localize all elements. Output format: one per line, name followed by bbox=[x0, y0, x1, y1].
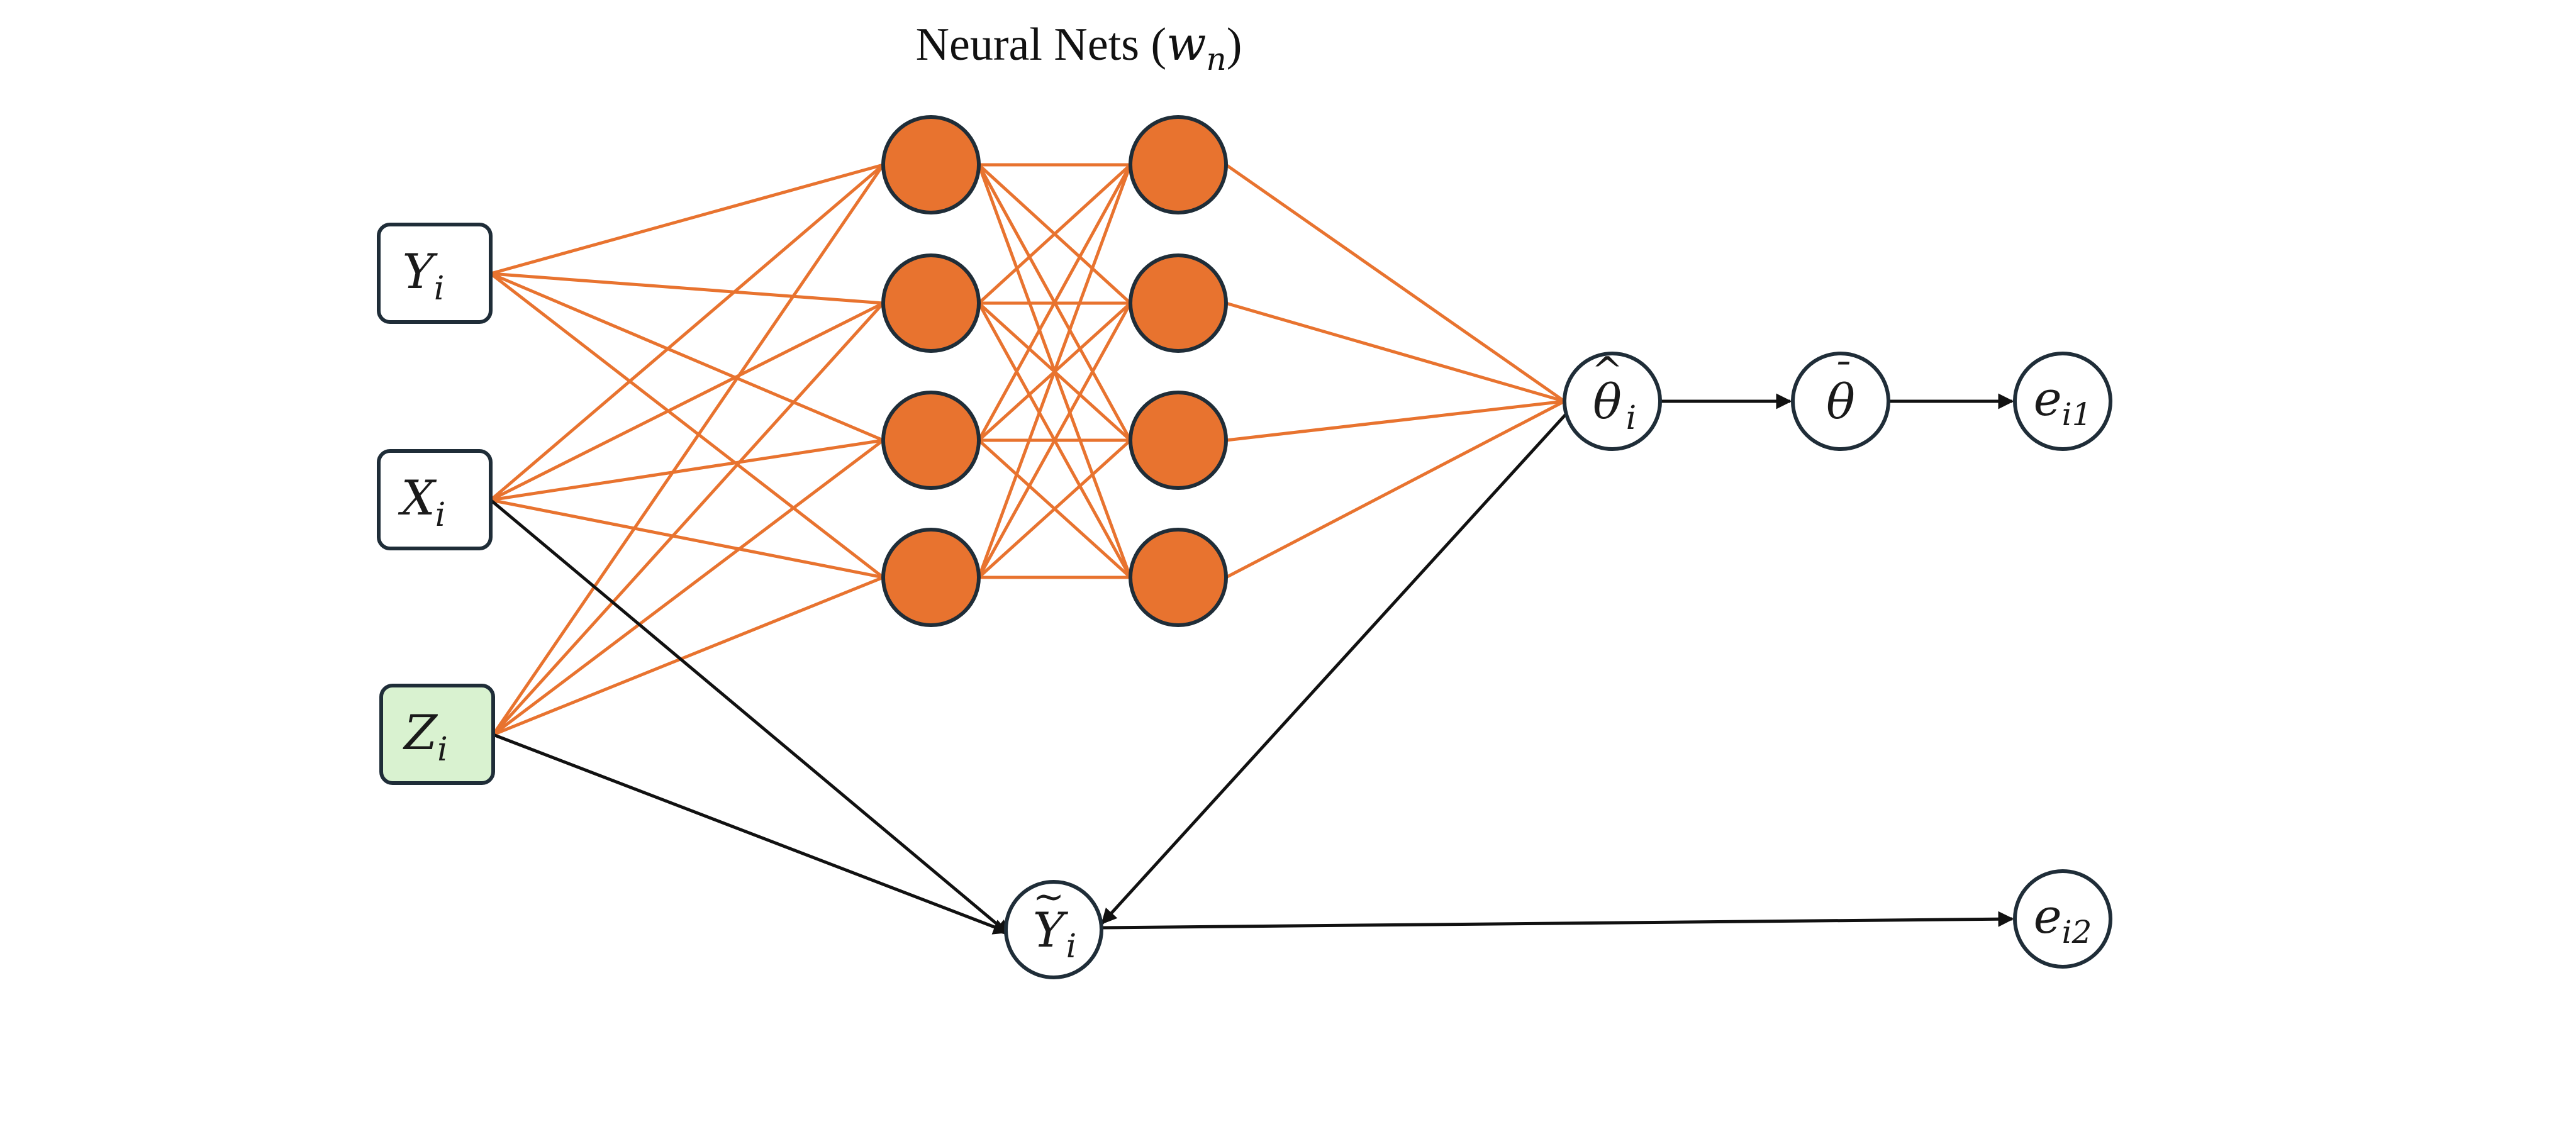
input-node-z: Zi bbox=[379, 684, 495, 785]
y-tilde-accent: ~ bbox=[1033, 875, 1064, 919]
e2-label: e bbox=[2034, 888, 2062, 944]
theta-bar-node: θ ¯ bbox=[1791, 352, 1890, 451]
e1-label: e bbox=[2034, 370, 2062, 426]
edge-h2-2-to-theta-hat bbox=[1225, 399, 1565, 442]
arrow-theta-hat-to-y-tilde bbox=[1101, 408, 1572, 925]
input-x-subscript: i bbox=[435, 496, 446, 534]
hidden-node-2-3 bbox=[1129, 391, 1228, 490]
edge-h1-1-to-h2-0 bbox=[978, 164, 1132, 304]
hidden-node-1-3 bbox=[881, 391, 981, 490]
y-tilde-subscript: i bbox=[1066, 928, 1077, 965]
edge-input-0-to-h1-3 bbox=[489, 272, 884, 579]
theta-hat-accent: ^ bbox=[1592, 349, 1623, 393]
edge-h2-3-to-theta-hat bbox=[1225, 399, 1566, 579]
network-connections bbox=[489, 163, 1566, 737]
edge-h1-3-to-h2-2 bbox=[978, 439, 1132, 579]
edge-input-2-to-h1-3 bbox=[493, 576, 884, 737]
theta-hat-subscript: i bbox=[1626, 399, 1637, 437]
svg-text:ei1: ei1 bbox=[2034, 370, 2092, 433]
arrow-z-to-y-tilde bbox=[493, 733, 1010, 935]
hidden-node-2-4 bbox=[1129, 528, 1228, 627]
edge-input-0-to-h1-2 bbox=[490, 272, 884, 442]
edge-input-0-to-h1-1 bbox=[490, 272, 884, 305]
y-tilde-node: Y ~ i bbox=[1004, 875, 1103, 979]
edge-h1-3-to-h2-0 bbox=[977, 164, 1132, 578]
edge-h2-1-to-theta-hat bbox=[1225, 301, 1565, 403]
input-z-subscript: i bbox=[437, 731, 448, 769]
hidden-node-2-1 bbox=[1129, 115, 1228, 214]
svg-text:Zi: Zi bbox=[403, 704, 447, 769]
hidden-node-1-1 bbox=[881, 115, 981, 214]
svg-text:Xi: Xi bbox=[398, 470, 446, 534]
input-x-label: X bbox=[398, 470, 437, 526]
edge-input-1-to-h1-3 bbox=[490, 498, 884, 579]
edge-input-2-to-h1-0 bbox=[491, 164, 885, 736]
input-y-subscript: i bbox=[434, 270, 445, 308]
theta-hat-node: θ ^ i bbox=[1563, 349, 1662, 451]
edge-input-2-to-h1-2 bbox=[492, 439, 884, 736]
edge-h1-2-to-h2-0 bbox=[977, 164, 1132, 442]
error-node-e2: ei2 bbox=[2013, 869, 2112, 969]
input-node-x: Xi bbox=[377, 449, 493, 550]
title-prefix: Neural Nets ( bbox=[916, 19, 1167, 70]
input-node-y: Yi bbox=[377, 223, 493, 324]
input-y-label: Y bbox=[403, 243, 438, 299]
edge-h1-3-to-h2-1 bbox=[977, 302, 1132, 579]
error-node-e1: ei1 bbox=[2013, 352, 2112, 451]
title-symbol: w bbox=[1166, 17, 1206, 71]
hidden-node-1-2 bbox=[881, 253, 981, 353]
title-suffix: ) bbox=[1227, 19, 1242, 70]
edge-input-1-to-h1-1 bbox=[489, 301, 884, 502]
hidden-node-1-4 bbox=[881, 528, 981, 627]
svg-text:Yi: Yi bbox=[403, 243, 445, 308]
edge-input-2-to-h1-1 bbox=[492, 302, 884, 736]
input-z-label: Z bbox=[403, 704, 438, 760]
theta-hat-symbol: θ bbox=[1593, 374, 1622, 430]
theta-bar-accent: ¯ bbox=[1831, 355, 1850, 399]
arrow-y-tilde-to-e2 bbox=[1101, 911, 2014, 930]
title-subscript: n bbox=[1207, 41, 1227, 77]
hidden-node-2-2 bbox=[1129, 253, 1228, 353]
dependency-arrows bbox=[489, 393, 2014, 936]
edge-h2-0-to-theta-hat bbox=[1225, 163, 1566, 403]
theta-bar-symbol: θ bbox=[1826, 374, 1855, 430]
svg-text:ei2: ei2 bbox=[2034, 888, 2092, 950]
edge-input-0-to-h1-0 bbox=[490, 163, 884, 275]
y-tilde-symbol: Y bbox=[1033, 902, 1069, 958]
hidden-layers bbox=[881, 115, 1228, 627]
e2-subscript: i2 bbox=[2062, 914, 2092, 950]
e1-subscript: i1 bbox=[2062, 396, 2092, 433]
arrow-x-to-y-tilde bbox=[489, 499, 1011, 936]
edge-input-1-to-h1-2 bbox=[490, 438, 884, 502]
diagram-title: Neural Nets (wn) bbox=[916, 17, 1242, 77]
edge-input-1-to-h1-0 bbox=[489, 164, 884, 501]
